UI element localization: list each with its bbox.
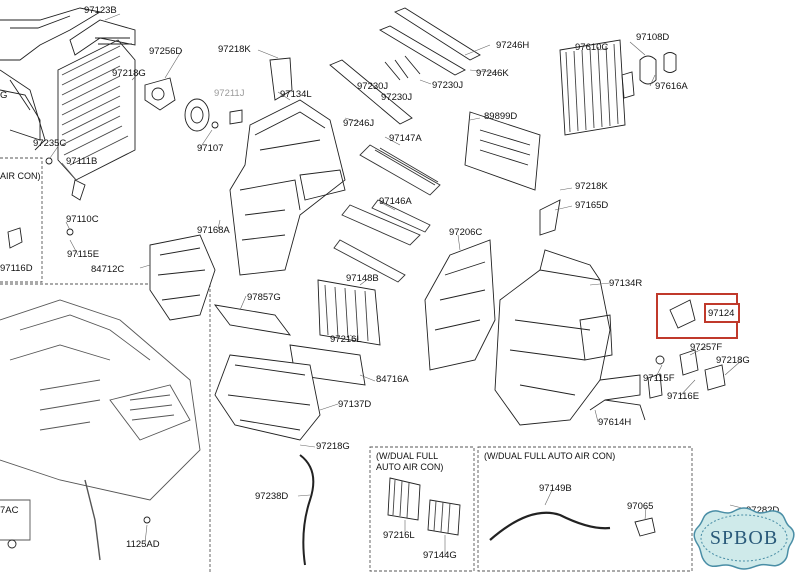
part-label-97238d: 97238D (255, 491, 289, 502)
part-label-97144g: 97144G (423, 550, 457, 561)
note-dual-full-auto-right: (W/DUAL FULL AUTO AIR CON) (484, 451, 616, 461)
part-label-89899d: 89899D (484, 111, 518, 122)
part-label-97218g: 97218G (112, 68, 146, 79)
part-label-97123b: 97123B (84, 5, 117, 16)
part-label-97165d: 97165D (575, 200, 609, 211)
case-right (494, 249, 641, 426)
part-label-97110c: 97110C (66, 214, 99, 225)
part-label-97206c: 97206C (449, 227, 483, 238)
watermark-badge-shape (693, 507, 795, 570)
part-label-97116e: 97116E (667, 391, 700, 402)
part-label-97137d: 97137D (338, 399, 372, 410)
part-label-97616a: 97616A (655, 81, 688, 92)
part-label-97218g-bottom: 97218G (316, 441, 350, 452)
part-label-97246j: 97246J (343, 118, 375, 129)
part-label-97116d: 97116D (0, 263, 33, 274)
heater-core (57, 19, 136, 181)
part-label-97230j-a: 97230J (357, 81, 389, 92)
part-label-97230j-b: 97230J (381, 92, 413, 103)
part-label-97107: 97107 (197, 143, 224, 154)
part-label-97610c: 97610C (575, 42, 609, 53)
part-label-97115e: 97115E (67, 249, 100, 260)
part-label-97147a: 97147A (389, 133, 422, 144)
part-label-97211j: 97211J (214, 88, 245, 99)
cabin-filter (559, 39, 626, 136)
part-label-97216l-bottom: 97216L (383, 530, 415, 541)
part-label-84712c: 84712C (91, 264, 125, 275)
part-label-97148b: 97148B (346, 273, 379, 284)
case-left (229, 57, 346, 276)
part-label-97115f: 97115F (643, 373, 675, 384)
part-label-97149b: 97149B (539, 483, 572, 494)
part-label-97168a: 97168A (197, 225, 230, 236)
part-label-97134r: 97134R (609, 278, 643, 289)
part-label-97134l: 97134L (280, 89, 312, 100)
part-label-1125ad: 1125AD (126, 539, 160, 550)
note-air-con: AIR CON) (0, 171, 41, 181)
part-label-7ac: 7AC (0, 505, 19, 516)
part-label-97065: 97065 (627, 501, 654, 512)
part-label-97256d: 97256D (149, 46, 183, 57)
part-label-97146a: 97146A (379, 196, 412, 207)
part-label-97218g-right: 97218G (716, 355, 750, 366)
part-label-97257f: 97257F (690, 342, 723, 353)
part-label-97218k: 97218K (218, 44, 251, 55)
part-label-97218k-mid: 97218K (575, 181, 608, 192)
part-label-97246k: 97246K (476, 68, 509, 79)
part-label-97230j-c: 97230J (432, 80, 464, 91)
part-label-g: G (0, 90, 8, 101)
part-label-97216l: 97216L (330, 334, 362, 345)
highlight-label-box: 97124 (704, 303, 740, 323)
part-label-97614h: 97614H (598, 417, 632, 428)
watermark-stamp: SPBOB (690, 505, 798, 571)
part-label-97282d: 97282D (746, 505, 780, 516)
part-label-97246h: 97246H (496, 40, 530, 51)
part-label-97235c: 97235C (33, 138, 67, 149)
part-label-84716a: 84716A (376, 374, 409, 385)
part-label-97108d: 97108D (636, 32, 670, 43)
highlight-label: 97124 (708, 308, 735, 319)
part-label-97111b: 97111B (66, 156, 98, 167)
part-label-97857g: 97857G (247, 292, 281, 303)
watermark-text: SPBOB (709, 527, 779, 549)
note-dual-full-auto-left: (W/DUAL FULL AUTO AIR CON) (376, 451, 444, 472)
